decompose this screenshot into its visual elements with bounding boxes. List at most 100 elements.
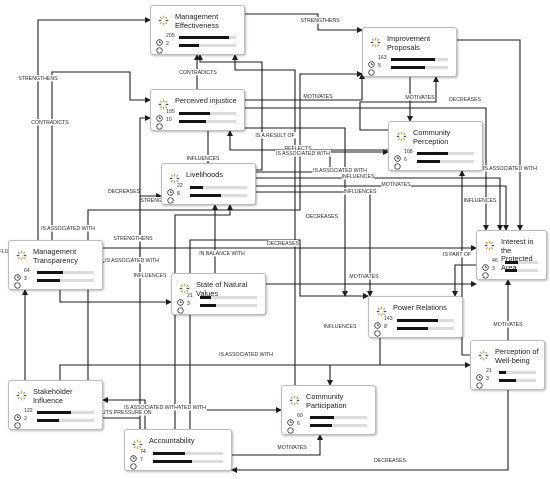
circle-icon xyxy=(156,117,163,130)
edge-ac-cpar[interactable] xyxy=(232,434,323,456)
node-stat-row: 105 xyxy=(156,109,236,122)
edge-label: MOTIVATES xyxy=(405,95,435,101)
stat-bar-fill xyxy=(37,411,72,414)
edge-label: IS ASSOCIATED WITH xyxy=(124,405,178,411)
edge-label: DECREASES xyxy=(267,241,300,247)
edge-label: IS ASSOCIATED WITH xyxy=(483,166,537,172)
edge-pr-cpar[interactable] xyxy=(327,338,381,386)
edge-label-background xyxy=(40,225,96,232)
edge-ac-pi[interactable] xyxy=(139,115,151,429)
node-title: Perceived injustice xyxy=(175,96,237,105)
edge-label: IS PART OF xyxy=(443,252,471,258)
clock-icon xyxy=(156,33,163,46)
edge-lv-ipa[interactable] xyxy=(256,177,503,231)
stat-bar-track xyxy=(179,120,236,123)
stat-value: 21 xyxy=(187,293,193,299)
stat-bar-fill xyxy=(200,296,212,299)
edge-pi-ip[interactable] xyxy=(245,73,365,101)
stat-bar-fill xyxy=(190,194,222,197)
edge-label: IS ASSOCIATED WITH xyxy=(276,151,330,157)
stat-bar-track xyxy=(397,327,454,330)
edge-pw-ac[interactable] xyxy=(231,390,509,473)
edge-cp-pi[interactable] xyxy=(227,130,388,151)
node-stat-row: 205 xyxy=(156,33,236,46)
circle-icon xyxy=(177,301,184,314)
edge-ac-lv[interactable] xyxy=(174,204,233,429)
stat-value: 74 xyxy=(140,449,146,455)
circle-icon xyxy=(374,324,381,337)
edge-label-background xyxy=(186,155,220,162)
edge-pi-ipa[interactable] xyxy=(245,107,489,231)
node-stat-row: 46 xyxy=(482,258,538,271)
circle-icon xyxy=(476,376,483,389)
concept-icon xyxy=(396,129,407,142)
edge-label: IS ASSOCIATED WITH xyxy=(313,168,367,174)
stat-bar-track xyxy=(179,36,236,39)
edge-pi-pr[interactable] xyxy=(245,127,348,297)
edge-label: DECREASES xyxy=(449,97,482,103)
edge-si-pw[interactable] xyxy=(59,362,471,380)
stat-value: 3 xyxy=(187,301,190,307)
edge-mt-pi[interactable] xyxy=(51,71,151,240)
node-stat-row: 8 xyxy=(374,324,454,337)
edge-label-background xyxy=(307,213,337,220)
edge-mt-lv[interactable] xyxy=(103,193,162,263)
node-stat-row: 3 xyxy=(482,266,538,279)
stat-value: 143 xyxy=(384,316,393,322)
edge-lv-me[interactable] xyxy=(197,54,263,171)
edge-cpar-me[interactable] xyxy=(232,54,296,385)
node-stat-row: 8 xyxy=(167,191,247,204)
edge-ipa-pr[interactable] xyxy=(452,264,476,297)
concept-icon xyxy=(376,304,387,317)
edge-label: INFLUENCES xyxy=(324,324,357,330)
edge-pw-cp[interactable] xyxy=(459,170,470,356)
edge-lv-ipa[interactable] xyxy=(256,185,509,231)
edge-label-background xyxy=(133,272,167,279)
edge-mt-sn[interactable] xyxy=(59,290,172,305)
edge-label-background xyxy=(303,93,333,100)
concept-icon xyxy=(158,97,169,110)
clock-icon xyxy=(374,316,381,329)
clock-icon xyxy=(368,55,375,68)
edge-cp-ip[interactable] xyxy=(359,76,439,131)
stat-value: 64 xyxy=(24,268,30,274)
edge-label-background xyxy=(440,251,474,258)
edge-label: STRENGTHENS xyxy=(113,236,153,242)
node-stat-row: 60 xyxy=(287,413,367,426)
edge-label: INFLUENCES xyxy=(134,273,167,279)
stat-value: 5 xyxy=(378,63,381,69)
edge-label: IS ASSOCIATED WITH xyxy=(105,258,159,264)
edge-ac-si[interactable] xyxy=(102,397,146,429)
edge-label-background xyxy=(151,404,207,411)
concept-icon xyxy=(289,393,300,406)
edge-label: IS ASSOCIATED WITH xyxy=(152,405,206,411)
stat-value: 2 xyxy=(24,416,27,422)
node-title: Power Relations xyxy=(393,303,447,312)
circle-icon xyxy=(167,191,174,204)
concept-icon xyxy=(169,171,180,184)
clock-icon xyxy=(394,149,401,162)
stat-bar-track xyxy=(505,269,538,272)
node-stat-row: 2 xyxy=(14,416,94,429)
edge-mt-me[interactable] xyxy=(37,17,151,240)
edge-lv-cp[interactable] xyxy=(256,149,389,173)
concept-icon xyxy=(179,281,190,294)
concept-icon xyxy=(16,248,27,261)
stat-value: 3 xyxy=(486,376,489,382)
node-stat-row: 163 xyxy=(368,55,448,68)
